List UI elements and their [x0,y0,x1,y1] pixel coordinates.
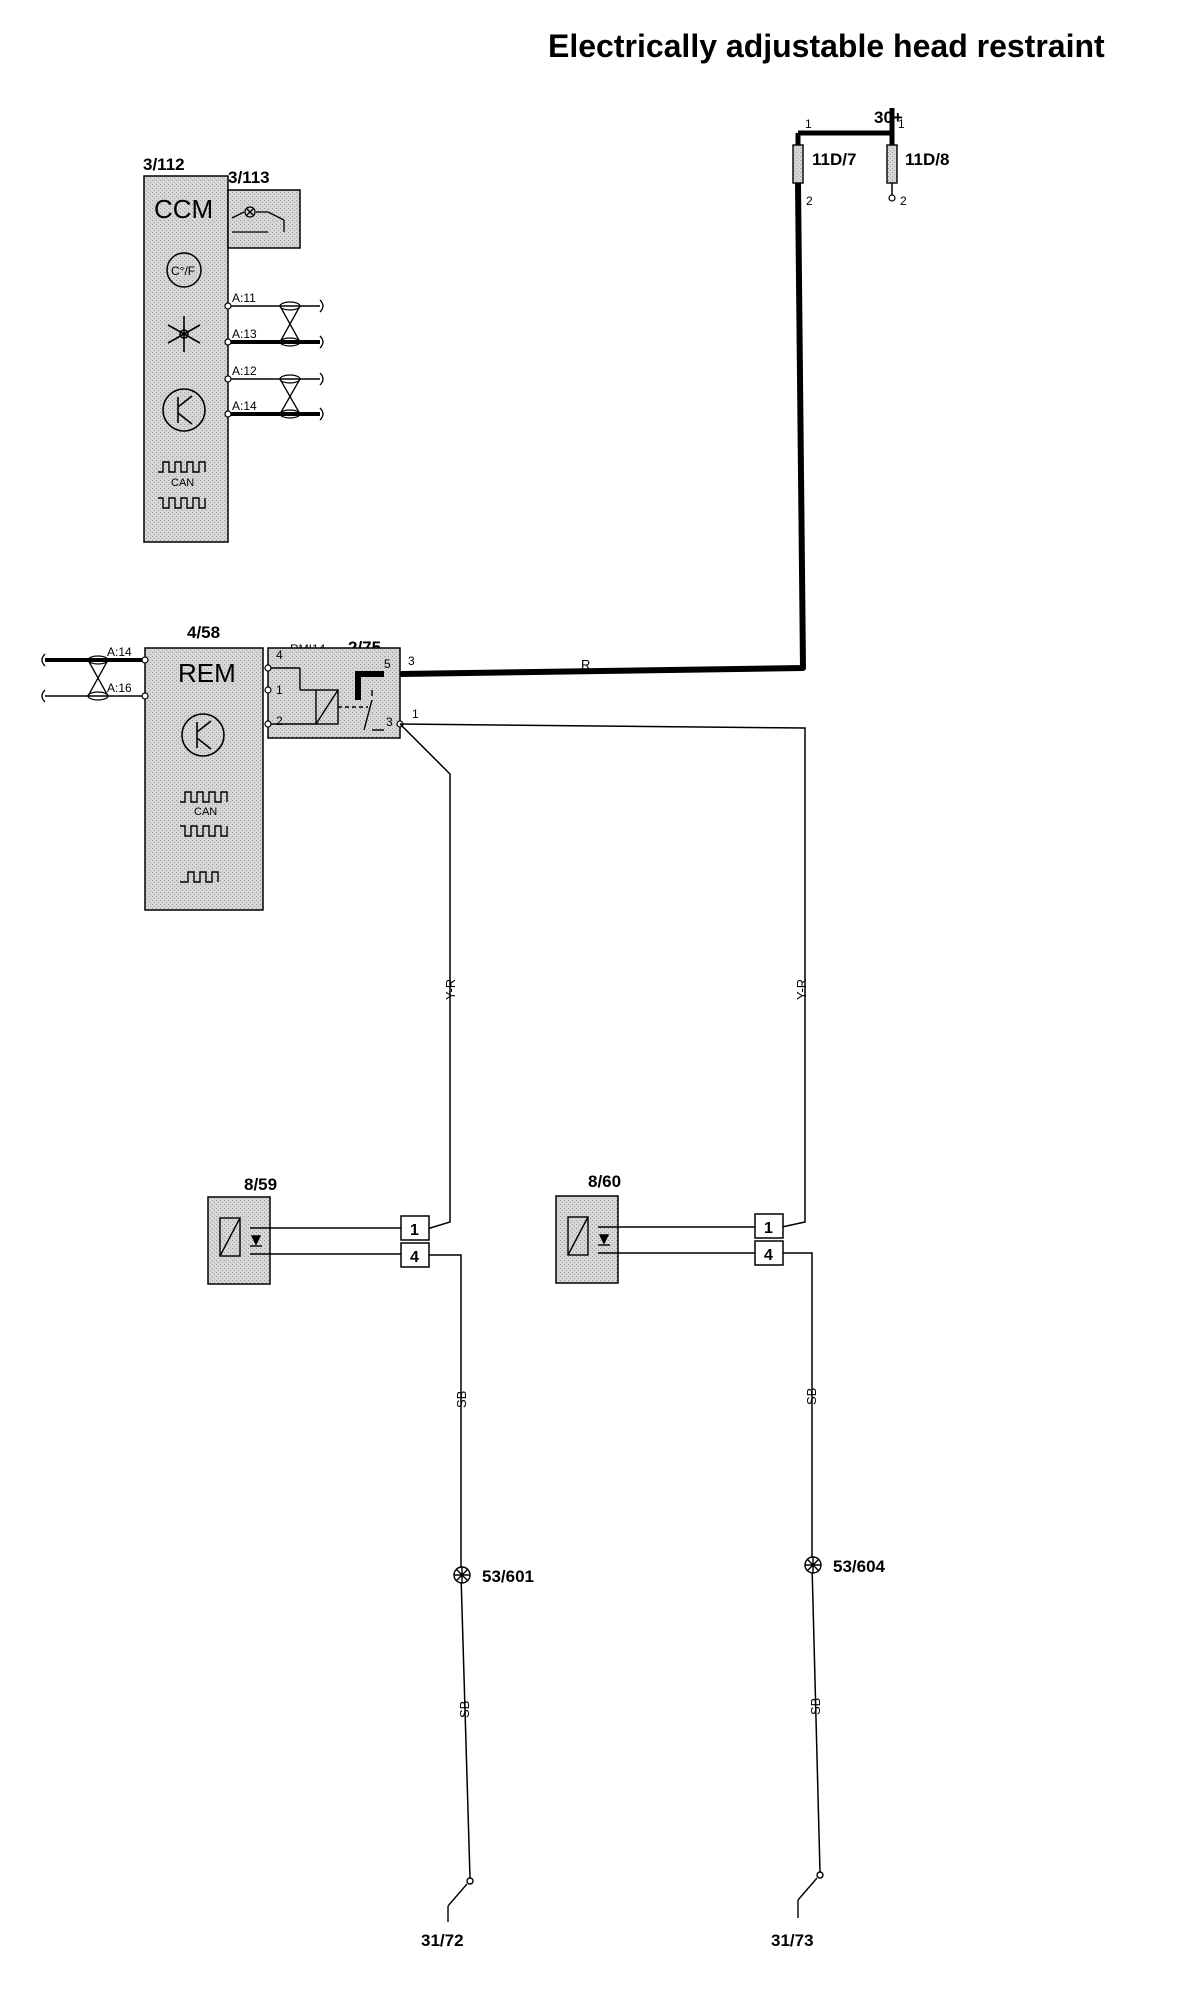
wire-sb-right [783,1252,821,1873]
connector-right-pin1 [754,1213,784,1239]
ground-left-icon [447,1877,474,1922]
ccm-pin-a11: A:11 [232,291,256,305]
relay-pin-1-ext: 1 [412,707,419,721]
wire-red-label: R [581,657,590,672]
ccm-pin-circles [224,302,232,418]
relay-coil-icon [268,667,384,731]
wire-sb-right-label-2: SB [808,1698,823,1715]
ground-right-icon [797,1871,824,1918]
rem-transistor-icon [181,713,225,757]
fuse1-pin-2: 2 [806,194,813,208]
ccm-module [143,175,229,543]
rem-module [144,647,264,911]
rem-name: REM [178,658,236,688]
wire-sb-left-label-2: SB [457,1701,472,1718]
switch-id: 3/113 [228,168,270,187]
fuse1-pin-1: 1 [805,117,812,131]
supply-wires [795,108,895,145]
switch-module [227,189,301,249]
wire-sb-left [429,1254,471,1879]
rem-can-label: CAN [194,806,217,818]
temperature-icon [166,252,202,288]
wire-red [399,182,806,677]
motor-left-module [207,1196,271,1285]
splice-right-icon [804,1556,822,1574]
motor-left-wires [268,1227,401,1255]
fuse1-id: 11D/7 [812,150,856,169]
rem-pin-circles [141,656,149,700]
relay-module [267,647,401,739]
fuse-11d8 [886,144,898,184]
ccm-pin-a12: A:12 [232,364,257,378]
splice-left-icon [453,1566,471,1584]
connector-left-pin4 [400,1242,430,1268]
rem-pulse-icon [180,791,228,803]
switch-lamp-icon [231,206,285,233]
ccm-pulse-icon-2 [158,497,206,509]
relay-pin-5: 5 [384,657,391,671]
connector-right-pin4-label: 4 [764,1247,773,1264]
transistor-icon [162,388,206,432]
connector-left-pin1 [400,1215,430,1241]
relay-pin-4: 4 [276,648,283,662]
rem-pin-a14: A:14 [107,645,132,659]
motor-right-module [555,1195,619,1284]
fan-icon [167,316,201,352]
rem-id: 4/58 [187,623,220,642]
rem-can-wires [41,653,145,703]
relay-pin-3: 3 [386,715,393,729]
wire-yr-right [399,723,806,1228]
wire-yr-right-label: Y-R [794,979,809,1000]
relay-pin-2: 2 [276,714,283,728]
motor-right-symbol [567,1216,616,1256]
wire-sb-left-label-1: SB [454,1391,469,1408]
ccm-pin-a14: A:14 [232,399,257,413]
page-title: Electrically adjustable head restraint [548,28,1105,64]
ground-right-label: 31/73 [771,1931,814,1950]
motor-right-wires [616,1226,755,1254]
wire-sb-right-label-1: SB [804,1388,819,1405]
wire-yr-left [399,723,451,1230]
ccm-can-wires [228,299,324,421]
fuse-11d7 [792,144,804,184]
fuse2-pin-2: 2 [900,194,907,208]
ccm-can-label: CAN [171,477,194,489]
splice-right-label: 53/604 [833,1557,886,1576]
rem-pulse-icon-2 [180,825,228,837]
connector-left-pin1-label: 1 [410,1222,419,1239]
fuse2-pin-1: 1 [898,117,905,131]
relay-feed-wire [355,671,384,700]
relay-pin-3-ext: 3 [408,654,415,668]
splice-left-label: 53/601 [482,1567,534,1586]
connector-left-pin4-label: 4 [410,1249,419,1266]
wire-yr-left-label: Y-R [443,979,458,1000]
rem-pulse-icon-3 [180,871,219,883]
ccm-pulse-icon [158,461,206,473]
ccm-id: 3/112 [143,155,185,174]
ccm-name: CCM [154,194,213,224]
motor-left-symbol [219,1217,268,1257]
rem-pin-a16: A:16 [107,681,132,695]
ccm-temp-symbol: C°/F [171,264,195,278]
supply-label: 30+ [874,108,903,127]
relay-pin-1: 1 [276,683,283,697]
ccm-pin-a13: A:13 [232,327,257,341]
ground-left-label: 31/72 [421,1931,464,1950]
connector-right-pin1-label: 1 [764,1220,773,1237]
fuse2-out-terminal [888,194,896,202]
connector-right-pin4 [754,1240,784,1266]
motor-left-id: 8/59 [244,1175,277,1194]
motor-right-id: 8/60 [588,1172,621,1191]
fuse2-id: 11D/8 [905,150,949,169]
